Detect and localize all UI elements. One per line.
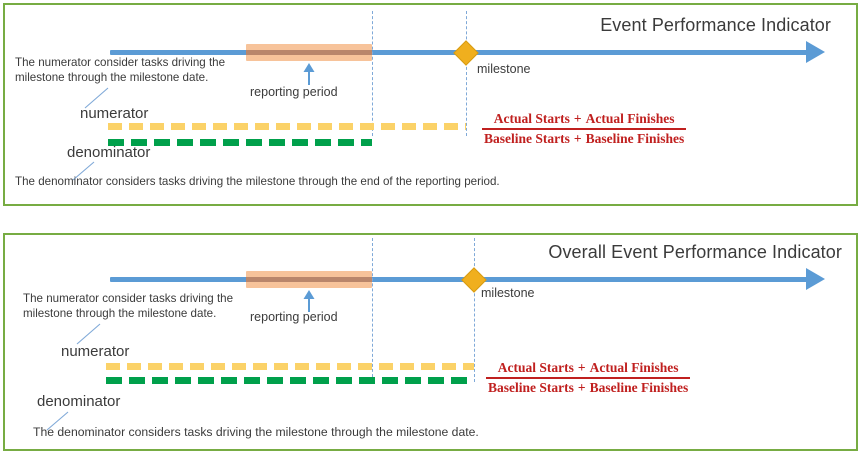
- denominator-leader-line: [72, 161, 95, 181]
- reporting-period-arrow-icon: [303, 290, 315, 312]
- numerator-span-line: [108, 123, 466, 130]
- numerator-leader-line: [84, 87, 109, 109]
- numerator-description: The numerator consider tasks driving the…: [23, 292, 234, 320]
- formula-denominator-right: Baseline Finishes: [585, 130, 685, 146]
- formula-block: Actual Starts+Actual Finishes Baseline S…: [486, 360, 691, 396]
- denominator-label: denominator: [67, 144, 151, 161]
- formula-divider: [482, 128, 687, 130]
- formula-numerator-right: Actual Finishes: [589, 360, 679, 375]
- denominator-span-line: [108, 139, 372, 146]
- reporting-period-label: reporting period: [250, 310, 338, 324]
- timeline-arrow-icon: [806, 268, 825, 290]
- formula-denominator-operator: +: [577, 379, 586, 395]
- panel-title: Overall Event Performance Indicator: [548, 242, 842, 262]
- formula-denominator-right: Baseline Finishes: [589, 379, 689, 395]
- reporting-period-label: reporting period: [250, 85, 338, 99]
- formula-numerator-operator: +: [577, 360, 586, 375]
- panel-overall-event-performance-indicator: Overall Event Performance Indicator mile…: [3, 233, 858, 451]
- milestone-diamond-icon: [453, 40, 479, 66]
- numerator-leader-line: [76, 323, 101, 345]
- reporting-period-arrow-icon: [303, 63, 315, 85]
- formula-denominator-left: Baseline Starts: [488, 379, 574, 395]
- denominator-span-line: [106, 377, 474, 384]
- numerator-span-line: [106, 363, 474, 370]
- formula-numerator-left: Actual Starts: [497, 360, 574, 375]
- milestone-label: milestone: [477, 62, 531, 76]
- denominator-description: The denominator considers tasks driving …: [33, 425, 479, 439]
- reporting-period-end-guide: [372, 11, 373, 136]
- panel-event-performance-indicator: Event Performance Indicator milestone re…: [3, 3, 858, 206]
- denominator-label: denominator: [37, 393, 121, 410]
- numerator-label: numerator: [80, 105, 149, 122]
- formula-numerator-operator: +: [573, 111, 582, 126]
- timeline-axis: [110, 277, 810, 282]
- reporting-period-bar: [246, 271, 372, 288]
- milestone-guide: [474, 238, 475, 382]
- timeline-arrow-icon: [806, 41, 825, 63]
- milestone-guide: [466, 11, 467, 136]
- denominator-description: The denominator considers tasks driving …: [15, 175, 500, 188]
- formula-denominator-left: Baseline Starts: [484, 130, 570, 146]
- formula-numerator-left: Actual Starts: [493, 111, 570, 126]
- denominator-leader-line: [46, 411, 69, 431]
- formula-divider: [486, 377, 691, 379]
- formula-block: Actual Starts+Actual Finishes Baseline S…: [482, 111, 687, 147]
- numerator-label: numerator: [61, 343, 130, 360]
- numerator-description: The numerator consider tasks driving the…: [15, 56, 226, 84]
- panel-title: Event Performance Indicator: [600, 15, 831, 35]
- formula-denominator-operator: +: [573, 130, 582, 146]
- formula-numerator-right: Actual Finishes: [585, 111, 675, 126]
- reporting-period-bar: [246, 44, 372, 61]
- reporting-period-end-guide: [372, 238, 373, 382]
- milestone-label: milestone: [481, 286, 535, 300]
